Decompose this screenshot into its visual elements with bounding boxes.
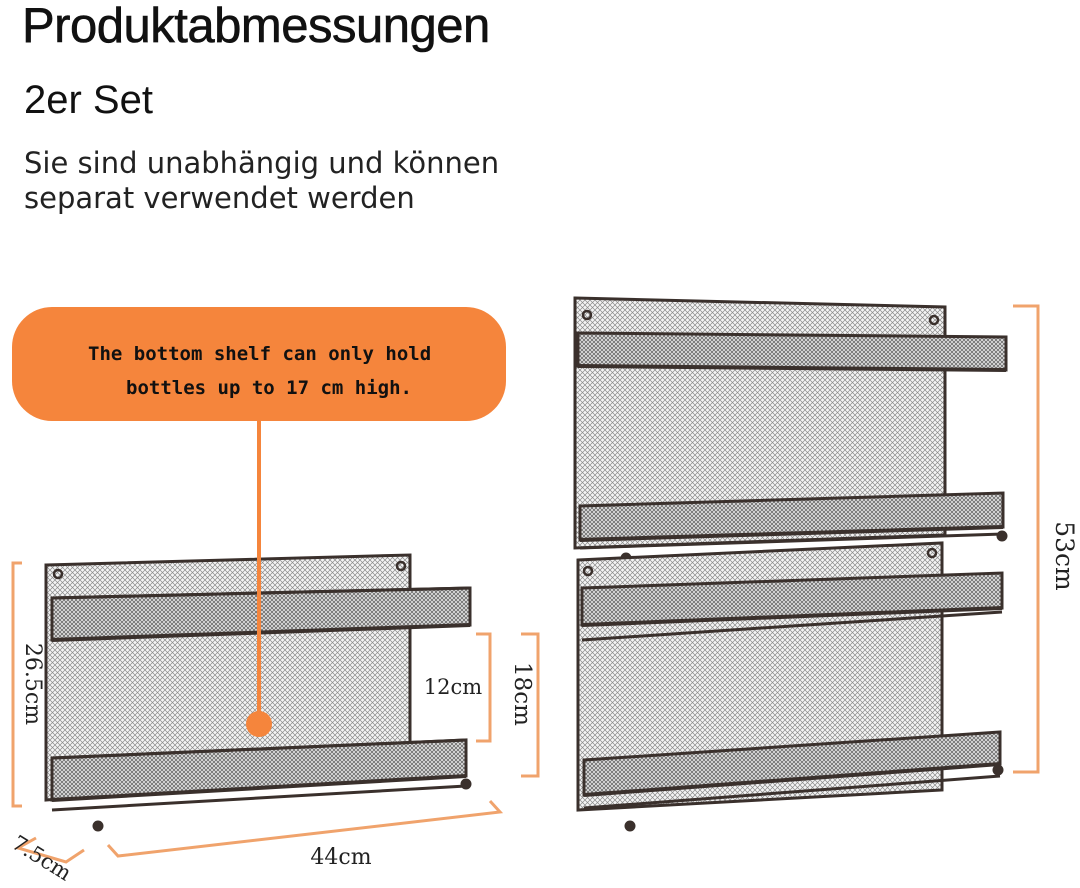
callout-line-1: The bottom shelf can only hold <box>88 343 432 365</box>
dim-label-height-single: 26.5cm <box>20 643 45 725</box>
description: Sie sind unabhängig und können separat v… <box>24 146 499 216</box>
description-line-1: Sie sind unabhängig und können <box>24 146 500 180</box>
callout-bubble: The bottom shelf can only hold bottles u… <box>12 307 506 421</box>
dim-label-shelf-gap-large: 18cm <box>509 662 535 726</box>
single-rack <box>44 553 472 832</box>
dim-label-depth: 7.5cm <box>8 831 76 886</box>
description-line-2: separat verwendet werden <box>24 181 415 215</box>
callout-pointer <box>246 421 272 737</box>
dim-label-width: 44cm <box>310 845 371 870</box>
dimension-lines <box>11 304 1040 864</box>
callout-text: The bottom shelf can only hold bottles u… <box>12 337 506 405</box>
stacked-rack-bottom <box>576 541 1004 832</box>
dim-label-height-stacked: 53cm <box>1050 521 1079 591</box>
page-subtitle: 2er Set <box>24 78 153 122</box>
stacked-rack-top <box>573 296 1008 564</box>
dim-label-shelf-gap-small: 12cm <box>424 675 482 699</box>
callout-line-2: bottles up to 17 cm high. <box>126 377 412 399</box>
page-title: Produktabmessungen <box>22 0 491 53</box>
